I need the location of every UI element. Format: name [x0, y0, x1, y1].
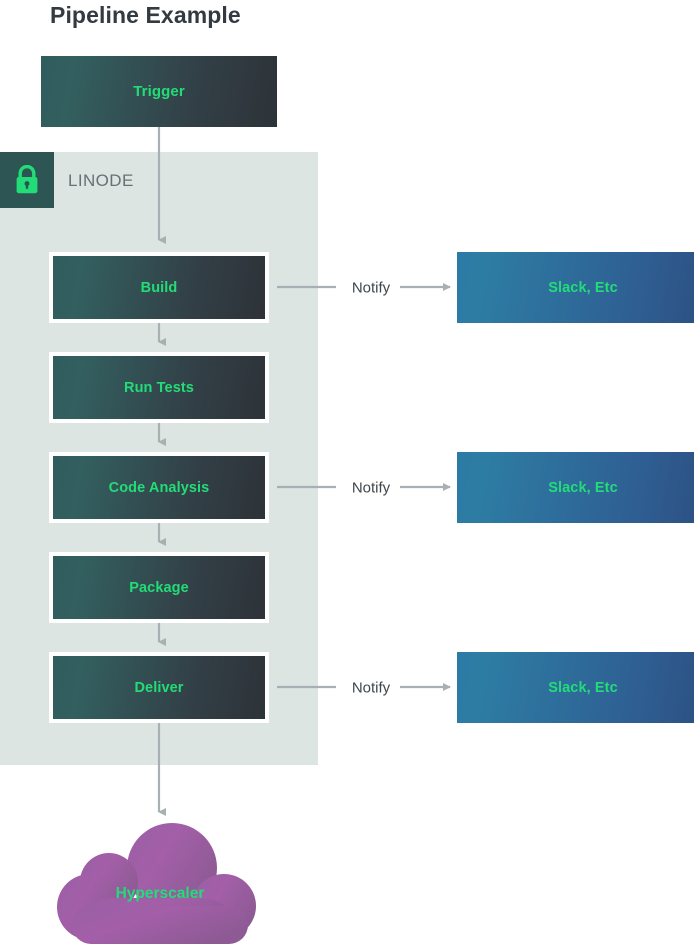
stage-box-code-analysis[interactable]: Code Analysis: [49, 452, 269, 523]
cloud-hyperscaler[interactable]: Hyperscaler: [52, 820, 268, 944]
stage-label: Package: [129, 579, 189, 596]
notify-label-3: Notify: [351, 679, 391, 697]
lock-icon: [14, 165, 40, 195]
notify-box-slack-3[interactable]: Slack, Etc: [457, 652, 694, 723]
stage-label: Deliver: [134, 679, 184, 696]
stage-box-deliver[interactable]: Deliver: [49, 652, 269, 723]
notify-box-label: Slack, Etc: [548, 279, 618, 296]
notify-box-slack-1[interactable]: Slack, Etc: [457, 252, 694, 323]
stage-label: Trigger: [133, 83, 185, 100]
stage-box-run-tests[interactable]: Run Tests: [49, 352, 269, 423]
stage-label: Code Analysis: [108, 479, 210, 496]
cloud-label: Hyperscaler: [115, 885, 205, 902]
linode-label: LINODE: [68, 171, 134, 190]
cloud-icon: [57, 823, 256, 944]
notify-box-slack-2[interactable]: Slack, Etc: [457, 452, 694, 523]
notify-label-2: Notify: [351, 479, 391, 497]
stage-box-trigger[interactable]: Trigger: [41, 56, 277, 127]
stage-box-build[interactable]: Build: [49, 252, 269, 323]
stage-box-package[interactable]: Package: [49, 552, 269, 623]
stage-label: Run Tests: [124, 379, 194, 396]
page-title: Pipeline Example: [50, 2, 241, 28]
notify-box-label: Slack, Etc: [548, 479, 618, 496]
notify-label-1: Notify: [351, 279, 391, 297]
notify-box-label: Slack, Etc: [548, 679, 618, 696]
lock-badge: [0, 152, 54, 208]
stage-label: Build: [140, 279, 178, 296]
